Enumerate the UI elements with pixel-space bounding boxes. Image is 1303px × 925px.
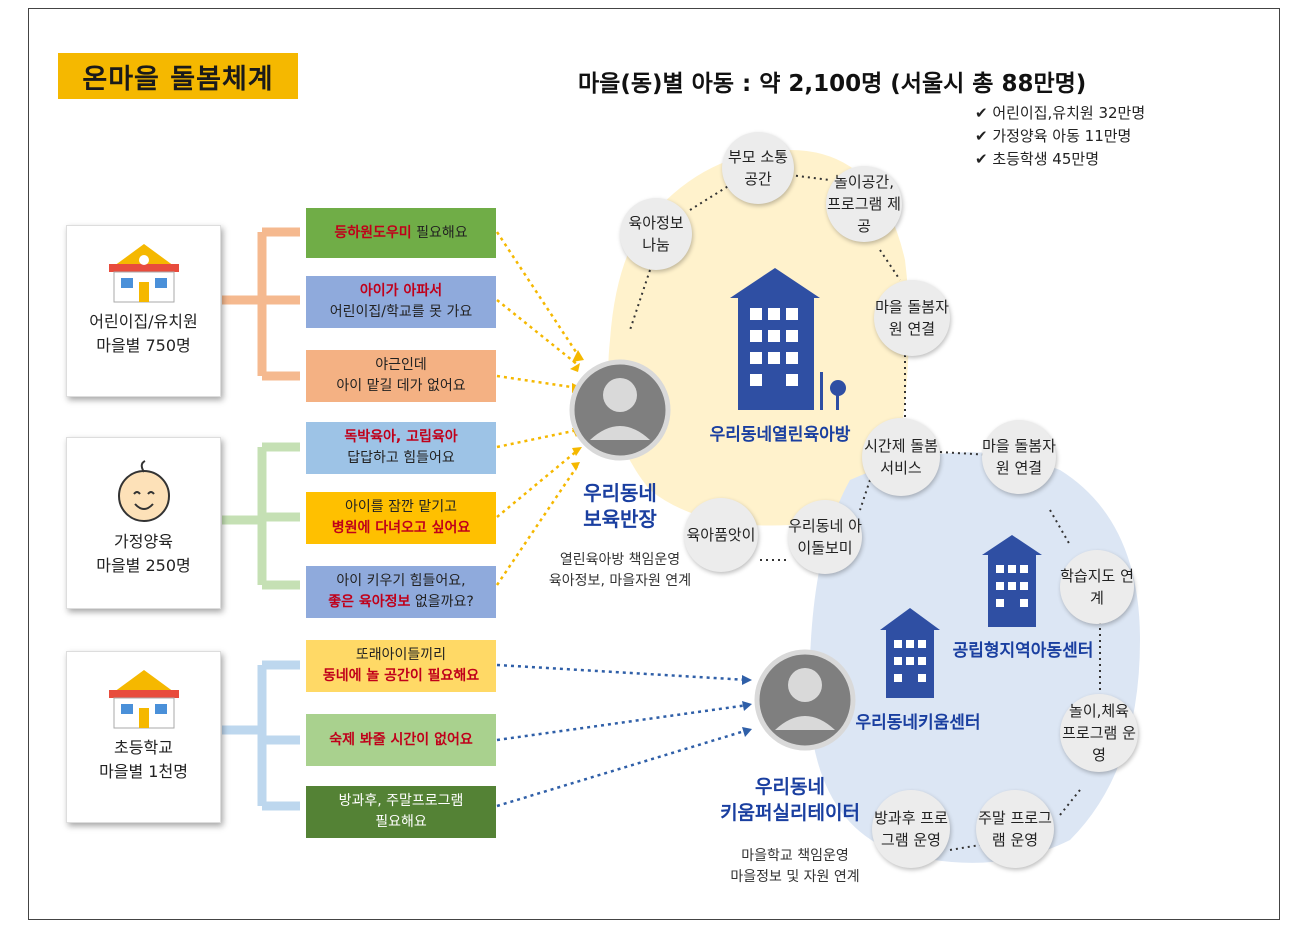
page-title: 온마을 돌봄체계 (58, 53, 298, 99)
group-daycare-count: 마을별 750명 (96, 336, 191, 355)
node-weekend-program: 주말 프로그램 운영 (976, 790, 1054, 868)
stat-daycare: ✔ 어린이집,유치원 32만명 (975, 104, 1146, 122)
node-play-program: 놀이공간, 프로그램 제공 (826, 166, 902, 242)
group-home-name: 가정양육 (114, 532, 173, 551)
need-parenting-info: 아이 키우기 힘들어요,좋은 육아정보 없을까요? (306, 566, 496, 618)
node-info-sharing: 육아정보 나눔 (620, 198, 692, 270)
node-child-carer: 우리동네 아이돌보미 (788, 500, 862, 574)
group-daycare-card: 어린이집/유치원 마을별 750명 (66, 225, 221, 397)
school-building-icon (108, 670, 179, 729)
stat-elementary: ✔ 초등학생 45만명 (975, 150, 1099, 168)
group-home-count: 마을별 250명 (96, 556, 191, 575)
group-school-name: 초등학교 (114, 738, 173, 757)
node-parent-space: 부모 소통공간 (722, 132, 794, 204)
stats-headline: 마을(동)별 아동 : 약 2,100명 (서울시 총 88만명) (578, 71, 1087, 97)
node-sports-program: 놀이,체육 프로그램 운영 (1060, 694, 1138, 772)
node-hourly-care: 시간제 돌봄서비스 (862, 418, 940, 496)
baby-face-icon (117, 460, 170, 522)
need-commute-helper: 등하원도우미 필요해요 (306, 208, 496, 258)
diagram-frame (28, 8, 1280, 920)
lower-building-label-2: 우리동네키움센터 (855, 713, 981, 733)
stat-home: ✔ 가정양육 아동 11만명 (975, 127, 1132, 145)
group-daycare-name: 어린이집/유치원 (89, 312, 198, 331)
need-homework: 숙제 봐줄 시간이 없어요 (306, 714, 496, 766)
node-care-sharing: 육아품앗이 (684, 498, 758, 572)
upper-building-label: 우리동네열린육아방 (709, 425, 851, 445)
node-resource-link: 마을 돌봄자원 연결 (874, 280, 950, 356)
group-school-card: 초등학교 마을별 1천명 (66, 651, 221, 823)
school-house-icon (108, 244, 179, 303)
node-afterschool-program: 방과후 프로그램 운영 (872, 790, 950, 868)
node-lower-resource-link: 마을 돌봄자원 연결 (982, 420, 1056, 494)
group-school-count: 마을별 1천명 (99, 762, 188, 781)
lower-building-label-1: 공립형지역아동센터 (952, 641, 1094, 661)
node-study-guidance: 학습지도 연계 (1060, 550, 1134, 624)
group-home-card: 가정양육 마을별 250명 (66, 437, 221, 609)
